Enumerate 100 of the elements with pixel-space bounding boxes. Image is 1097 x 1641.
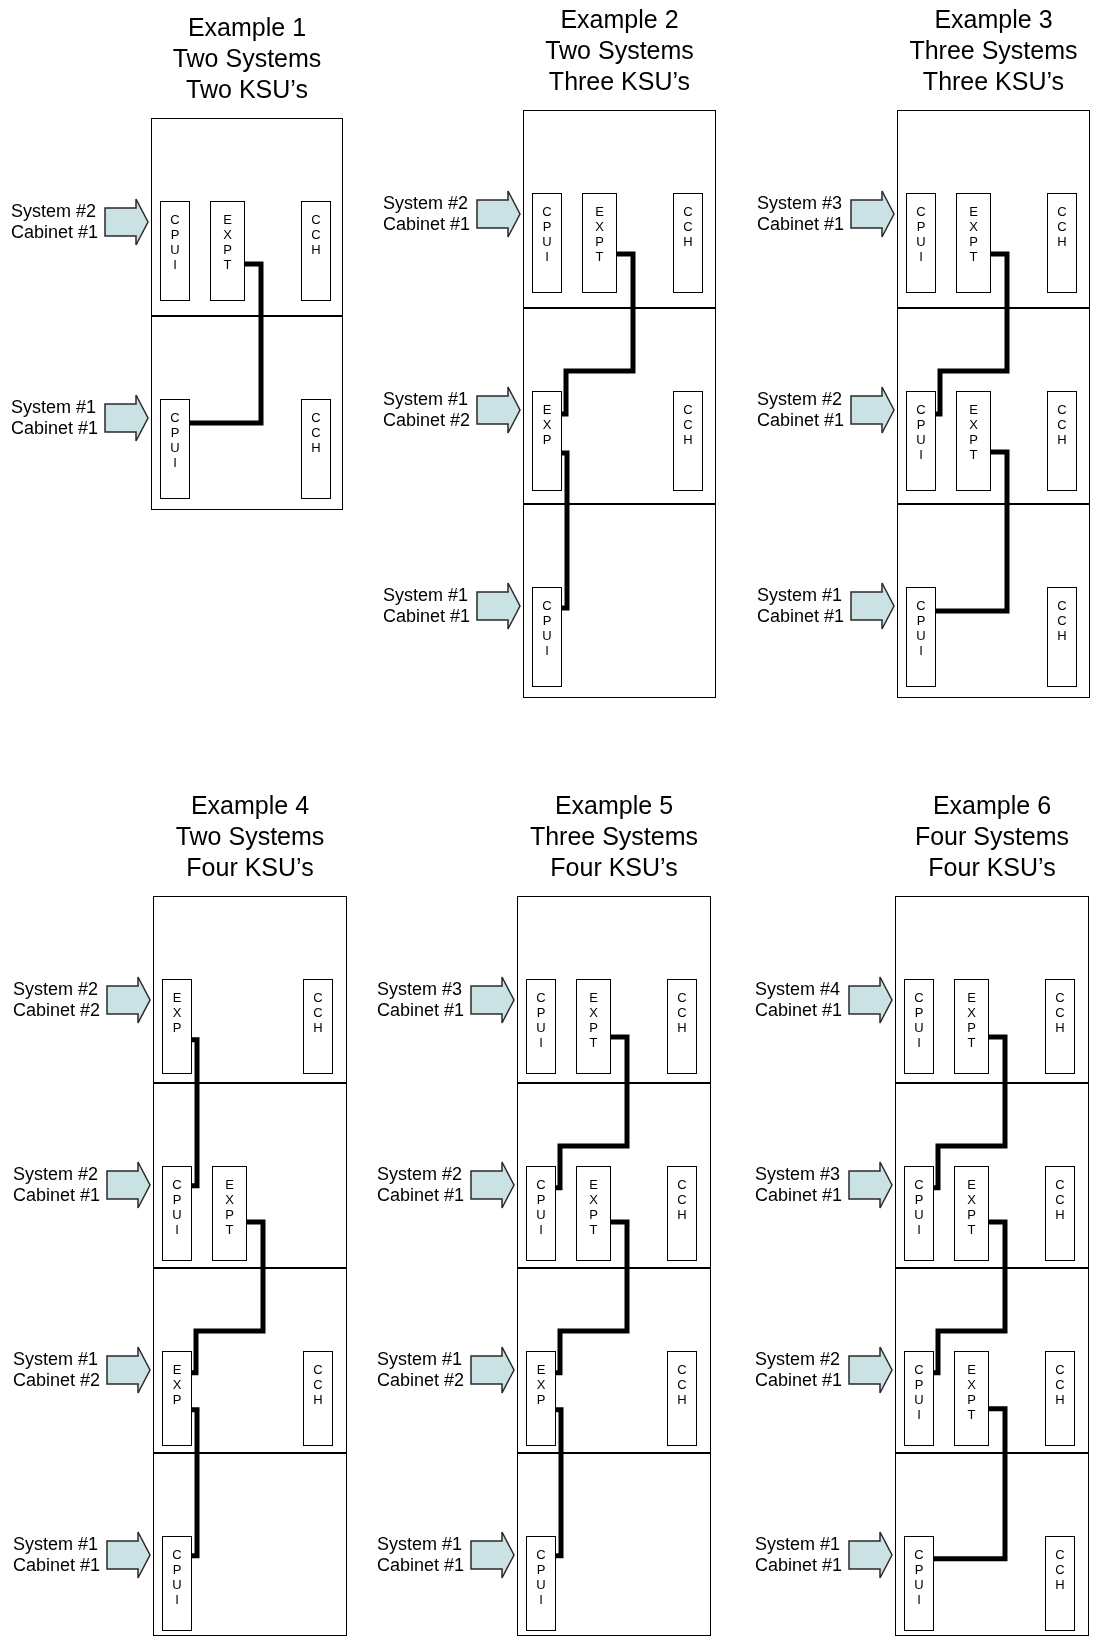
cable: [935, 449, 1010, 614]
example-title: Three Systems: [909, 35, 1078, 66]
card-label: EXPT: [968, 204, 979, 264]
circuit-card: [673, 193, 703, 293]
card-label: CCH: [677, 990, 687, 1035]
circuit-card: [303, 979, 333, 1074]
card-label: CPUI: [916, 204, 926, 264]
block-arrow: [470, 1161, 515, 1209]
system-label: System #2 Cabinet #1: [11, 201, 105, 243]
circuit-card: [1045, 979, 1075, 1074]
card-label: EXP: [542, 402, 552, 447]
block-arrow: [848, 976, 893, 1024]
circuit-card: [301, 201, 331, 301]
card-label: CPUI: [914, 1362, 924, 1422]
card-label: CCH: [1055, 990, 1065, 1035]
cable: [933, 1034, 1008, 1191]
system-label: System #1 Cabinet #1: [377, 1534, 471, 1576]
block-arrow: [104, 198, 149, 246]
block-arrow: [476, 386, 521, 434]
card-label: EXPT: [968, 402, 979, 462]
system-label: System #1 Cabinet #2: [377, 1349, 471, 1391]
circuit-card: [954, 1351, 989, 1446]
card-label: CPUI: [536, 990, 546, 1050]
example-title: Example 4: [190, 790, 310, 821]
circuit-card: [906, 391, 936, 491]
circuit-card: [526, 1166, 556, 1261]
circuit-card: [906, 193, 936, 293]
card-label: CCH: [1057, 598, 1067, 643]
example-title: Two KSU’s: [186, 74, 308, 105]
card-label: CPUI: [172, 1177, 182, 1237]
block-arrow: [106, 1531, 151, 1579]
block-arrow: [470, 1531, 515, 1579]
circuit-card: [673, 391, 703, 491]
card-label: CPUI: [914, 990, 924, 1050]
example-title: Two Systems: [172, 43, 322, 74]
circuit-card: [160, 201, 190, 301]
block-arrow: [106, 1161, 151, 1209]
card-label: CPUI: [536, 1177, 546, 1237]
system-label: System #3 Cabinet #1: [377, 979, 471, 1021]
circuit-card: [1045, 1166, 1075, 1261]
circuit-card: [162, 1536, 192, 1631]
circuit-card: [667, 1166, 697, 1261]
card-label: CCH: [683, 402, 693, 447]
card-label: CCH: [311, 410, 321, 455]
card-label: CPUI: [170, 212, 180, 272]
circuit-card: [576, 1166, 611, 1261]
cable: [933, 1406, 1008, 1562]
card-label: EXP: [172, 1362, 182, 1407]
card-label: CCH: [677, 1362, 687, 1407]
circuit-card: [904, 1536, 934, 1631]
circuit-card: [954, 979, 989, 1074]
example-title: Example 5: [554, 790, 674, 821]
system-label: System #4 Cabinet #1: [755, 979, 849, 1021]
example-title: Two Systems: [545, 35, 694, 66]
circuit-card: [160, 399, 190, 499]
circuit-card: [582, 193, 617, 293]
card-label: EXPT: [594, 204, 605, 264]
card-label: CPUI: [542, 598, 552, 658]
system-label: System #2 Cabinet #1: [383, 193, 477, 235]
card-label: EXP: [536, 1362, 546, 1407]
system-label: System #1 Cabinet #1: [755, 1534, 849, 1576]
card-label: EXPT: [588, 990, 599, 1050]
circuit-card: [1047, 391, 1077, 491]
card-label: EXPT: [588, 1177, 599, 1237]
example-title: Example 3: [934, 4, 1053, 35]
system-label: System #2 Cabinet #2: [13, 979, 107, 1021]
circuit-card: [1047, 587, 1077, 687]
card-label: EXPT: [224, 1177, 235, 1237]
circuit-card: [162, 1166, 192, 1261]
block-arrow: [848, 1161, 893, 1209]
card-label: CPUI: [914, 1547, 924, 1607]
card-label: CCH: [1057, 402, 1067, 447]
cable: [555, 1034, 630, 1191]
card-label: CCH: [1055, 1547, 1065, 1592]
cable: [555, 1407, 564, 1559]
block-arrow: [848, 1531, 893, 1579]
circuit-card: [212, 1166, 247, 1261]
circuit-card: [162, 1351, 192, 1446]
circuit-card: [667, 979, 697, 1074]
card-label: CPUI: [536, 1547, 546, 1607]
cable: [191, 1407, 200, 1559]
example-title: Three KSU’s: [922, 66, 1065, 97]
circuit-card: [532, 193, 562, 293]
card-label: CCH: [311, 212, 321, 257]
block-arrow: [106, 976, 151, 1024]
card-label: CCH: [1055, 1177, 1065, 1222]
cable: [191, 1219, 266, 1376]
example-title: Example 2: [560, 4, 679, 35]
block-arrow: [850, 386, 895, 434]
system-label: System #1 Cabinet #1: [11, 397, 105, 439]
cable: [189, 261, 264, 426]
circuit-card: [906, 587, 936, 687]
circuit-card: [526, 979, 556, 1074]
block-arrow: [470, 976, 515, 1024]
circuit-card: [532, 587, 562, 687]
card-label: CPUI: [542, 204, 552, 264]
circuit-card: [1047, 193, 1077, 293]
example-title: Two Systems: [175, 821, 325, 852]
card-label: CCH: [313, 1362, 323, 1407]
example-title: Four KSU’s: [928, 852, 1056, 883]
